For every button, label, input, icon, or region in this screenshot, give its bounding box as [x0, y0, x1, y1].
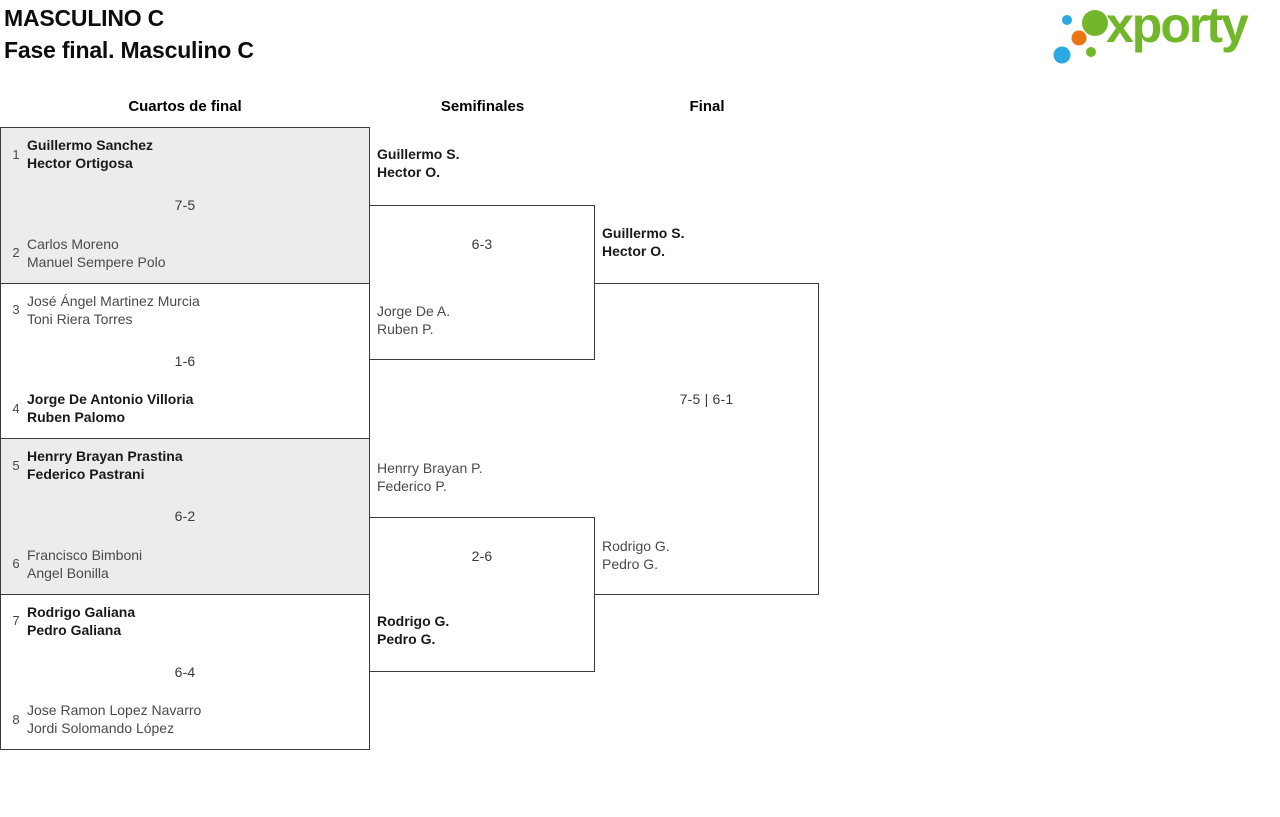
team-names: Rodrigo Galiana Pedro Galiana	[27, 603, 135, 639]
player-name: Pedro G.	[377, 631, 436, 647]
quarterfinal-match-2: 3 José Ángel Martinez Murcia Toni Riera …	[1, 282, 369, 438]
seed-number: 7	[12, 613, 20, 628]
player-name: Angel Bonilla	[27, 564, 109, 581]
xporty-logo-text: xporty	[1106, 0, 1249, 53]
team-slot: 4 Jorge De Antonio Villoria Ruben Palomo	[9, 390, 361, 426]
player-name: Pedro G.	[602, 556, 659, 572]
player-name: Jorge De Antonio Villoria	[27, 391, 194, 407]
player-name: Jordi Solomando López	[27, 720, 175, 736]
seed-number: 8	[12, 711, 20, 727]
final-bottom-team: Rodrigo G. Pedro G.	[602, 537, 670, 573]
team-slot: 6 Francisco Bimboni Angel Bonilla	[9, 546, 361, 582]
quarterfinal-match-4: 7 Rodrigo Galiana Pedro Galiana 6-4 8 Jo…	[1, 593, 369, 749]
match-score: 6-2	[174, 508, 196, 525]
page-title: MASCULINO C	[4, 5, 165, 31]
seed-number: 2	[12, 245, 20, 260]
round-label-final: Final	[689, 98, 725, 115]
match-score: 2-6	[471, 548, 493, 564]
player-name: Guillermo Sanchez	[27, 137, 154, 153]
player-name: Henrry Brayan P.	[377, 460, 483, 476]
player-name: Federico Pastrani	[27, 466, 145, 482]
match-score: 6-3	[471, 236, 493, 252]
final-match-box: 7-5 | 6-1	[595, 283, 819, 595]
player-name: Ruben P.	[377, 321, 434, 337]
team-names: Jorge De Antonio Villoria Ruben Palomo	[27, 390, 193, 426]
player-name: José Ángel Martinez Murcia	[27, 292, 200, 309]
player-name: Rodrigo Galiana	[27, 603, 136, 620]
seed-number: 5	[12, 457, 20, 473]
player-name: Guillermo S.	[377, 146, 460, 162]
player-name: Manuel Sempere Polo	[27, 253, 166, 270]
semifinal-match-1-box: 6-3	[370, 205, 595, 360]
player-name: Rodrigo G.	[602, 538, 670, 554]
quarterfinal-match-1: 1 Guillermo Sanchez Hector Ortigosa 7-5 …	[1, 128, 369, 283]
xporty-logo[interactable]: xporty	[1047, 0, 1273, 72]
semifinal-2-top-team: Henrry Brayan P. Federico P.	[377, 459, 483, 495]
player-name: Henrry Brayan Prastina	[27, 448, 183, 464]
player-name: Jorge De A.	[377, 303, 451, 319]
round-label-quarterfinals: Cuartos de final	[128, 98, 242, 115]
team-slot: 8 Jose Ramon Lopez Navarro Jordi Soloman…	[9, 701, 361, 737]
seed-number: 6	[12, 556, 20, 571]
player-name: Francisco Bimboni	[27, 546, 143, 563]
match-score: 7-5	[174, 197, 196, 214]
player-name: Federico P.	[377, 478, 447, 494]
team-names: Francisco Bimboni Angel Bonilla	[27, 546, 142, 582]
team-slot: 3 José Ángel Martinez Murcia Toni Riera …	[9, 292, 361, 328]
match-score: 6-4	[174, 663, 196, 680]
xporty-dots-icon	[1053, 10, 1108, 64]
player-name: Ruben Palomo	[27, 409, 126, 425]
quarterfinals-column: 1 Guillermo Sanchez Hector Ortigosa 7-5 …	[0, 127, 370, 750]
team-slot: 5 Henrry Brayan Prastina Federico Pastra…	[9, 447, 361, 483]
semifinal-2-bottom-team: Rodrigo G. Pedro G.	[377, 612, 449, 648]
semifinal-1-bottom-team: Jorge De A. Ruben P.	[377, 302, 450, 338]
seed-number: 4	[12, 400, 20, 416]
player-name: Guillermo S.	[602, 225, 685, 241]
player-name: Toni Riera Torres	[27, 310, 133, 327]
round-label-semifinals: Semifinales	[440, 98, 525, 115]
final-top-team: Guillermo S. Hector O.	[602, 224, 684, 260]
player-name: Jose Ramon Lopez Navarro	[27, 702, 202, 718]
team-slot: 7 Rodrigo Galiana Pedro Galiana	[9, 603, 361, 639]
match-score: 1-6	[174, 352, 196, 369]
team-names: Guillermo Sanchez Hector Ortigosa	[27, 136, 153, 172]
team-names: José Ángel Martinez Murcia Toni Riera To…	[27, 292, 200, 328]
semifinal-1-top-team: Guillermo S. Hector O.	[377, 145, 459, 181]
match-score: 7-5 | 6-1	[679, 391, 734, 407]
player-name: Hector O.	[377, 164, 441, 180]
seed-number: 3	[12, 302, 20, 317]
player-name: Pedro Galiana	[27, 621, 122, 638]
quarterfinal-match-3: 5 Henrry Brayan Prastina Federico Pastra…	[1, 438, 369, 594]
team-names: Carlos Moreno Manuel Sempere Polo	[27, 235, 166, 271]
team-names: Jose Ramon Lopez Navarro Jordi Solomando…	[27, 701, 201, 737]
player-name: Carlos Moreno	[27, 235, 119, 252]
seed-number: 1	[12, 146, 20, 162]
player-name: Hector O.	[602, 243, 666, 259]
player-name: Hector Ortigosa	[27, 155, 133, 171]
semifinal-match-2-box: 2-6	[370, 517, 595, 672]
team-slot: 1 Guillermo Sanchez Hector Ortigosa	[9, 136, 361, 172]
page-subtitle: Fase final. Masculino C	[4, 37, 254, 63]
player-name: Rodrigo G.	[377, 613, 450, 629]
team-slot: 2 Carlos Moreno Manuel Sempere Polo	[9, 235, 361, 271]
team-names: Henrry Brayan Prastina Federico Pastrani	[27, 447, 183, 483]
